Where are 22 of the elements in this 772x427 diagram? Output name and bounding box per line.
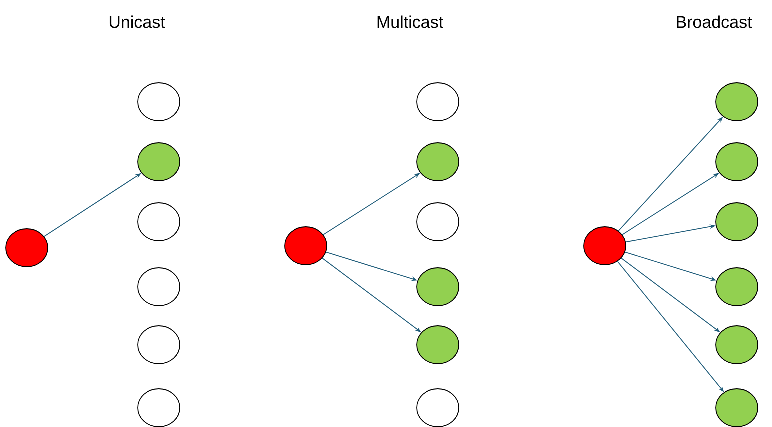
receiver-circle xyxy=(716,82,758,122)
idle-circle xyxy=(416,202,460,242)
idle-circle xyxy=(416,82,460,122)
idle-circle xyxy=(138,326,180,364)
idle-circle xyxy=(138,268,180,306)
sender-circle xyxy=(584,226,626,266)
receiver-circle xyxy=(716,388,758,427)
idle-circle xyxy=(138,82,180,122)
sender-circle xyxy=(6,228,48,268)
idle-circle xyxy=(138,202,180,242)
receiver-circle xyxy=(716,268,758,306)
receiver-circle xyxy=(416,268,460,306)
receiver-circle xyxy=(716,326,758,364)
sender-circle xyxy=(284,226,328,266)
receiver-circle xyxy=(716,202,758,242)
column-title: Broadcast xyxy=(677,16,752,28)
column-title: Unicast xyxy=(110,16,166,28)
receiver-circle xyxy=(716,142,758,182)
receiver-circle xyxy=(138,142,180,182)
column-title: Multicast xyxy=(378,16,444,28)
receiver-circle xyxy=(416,326,460,364)
receiver-circle xyxy=(416,142,460,182)
